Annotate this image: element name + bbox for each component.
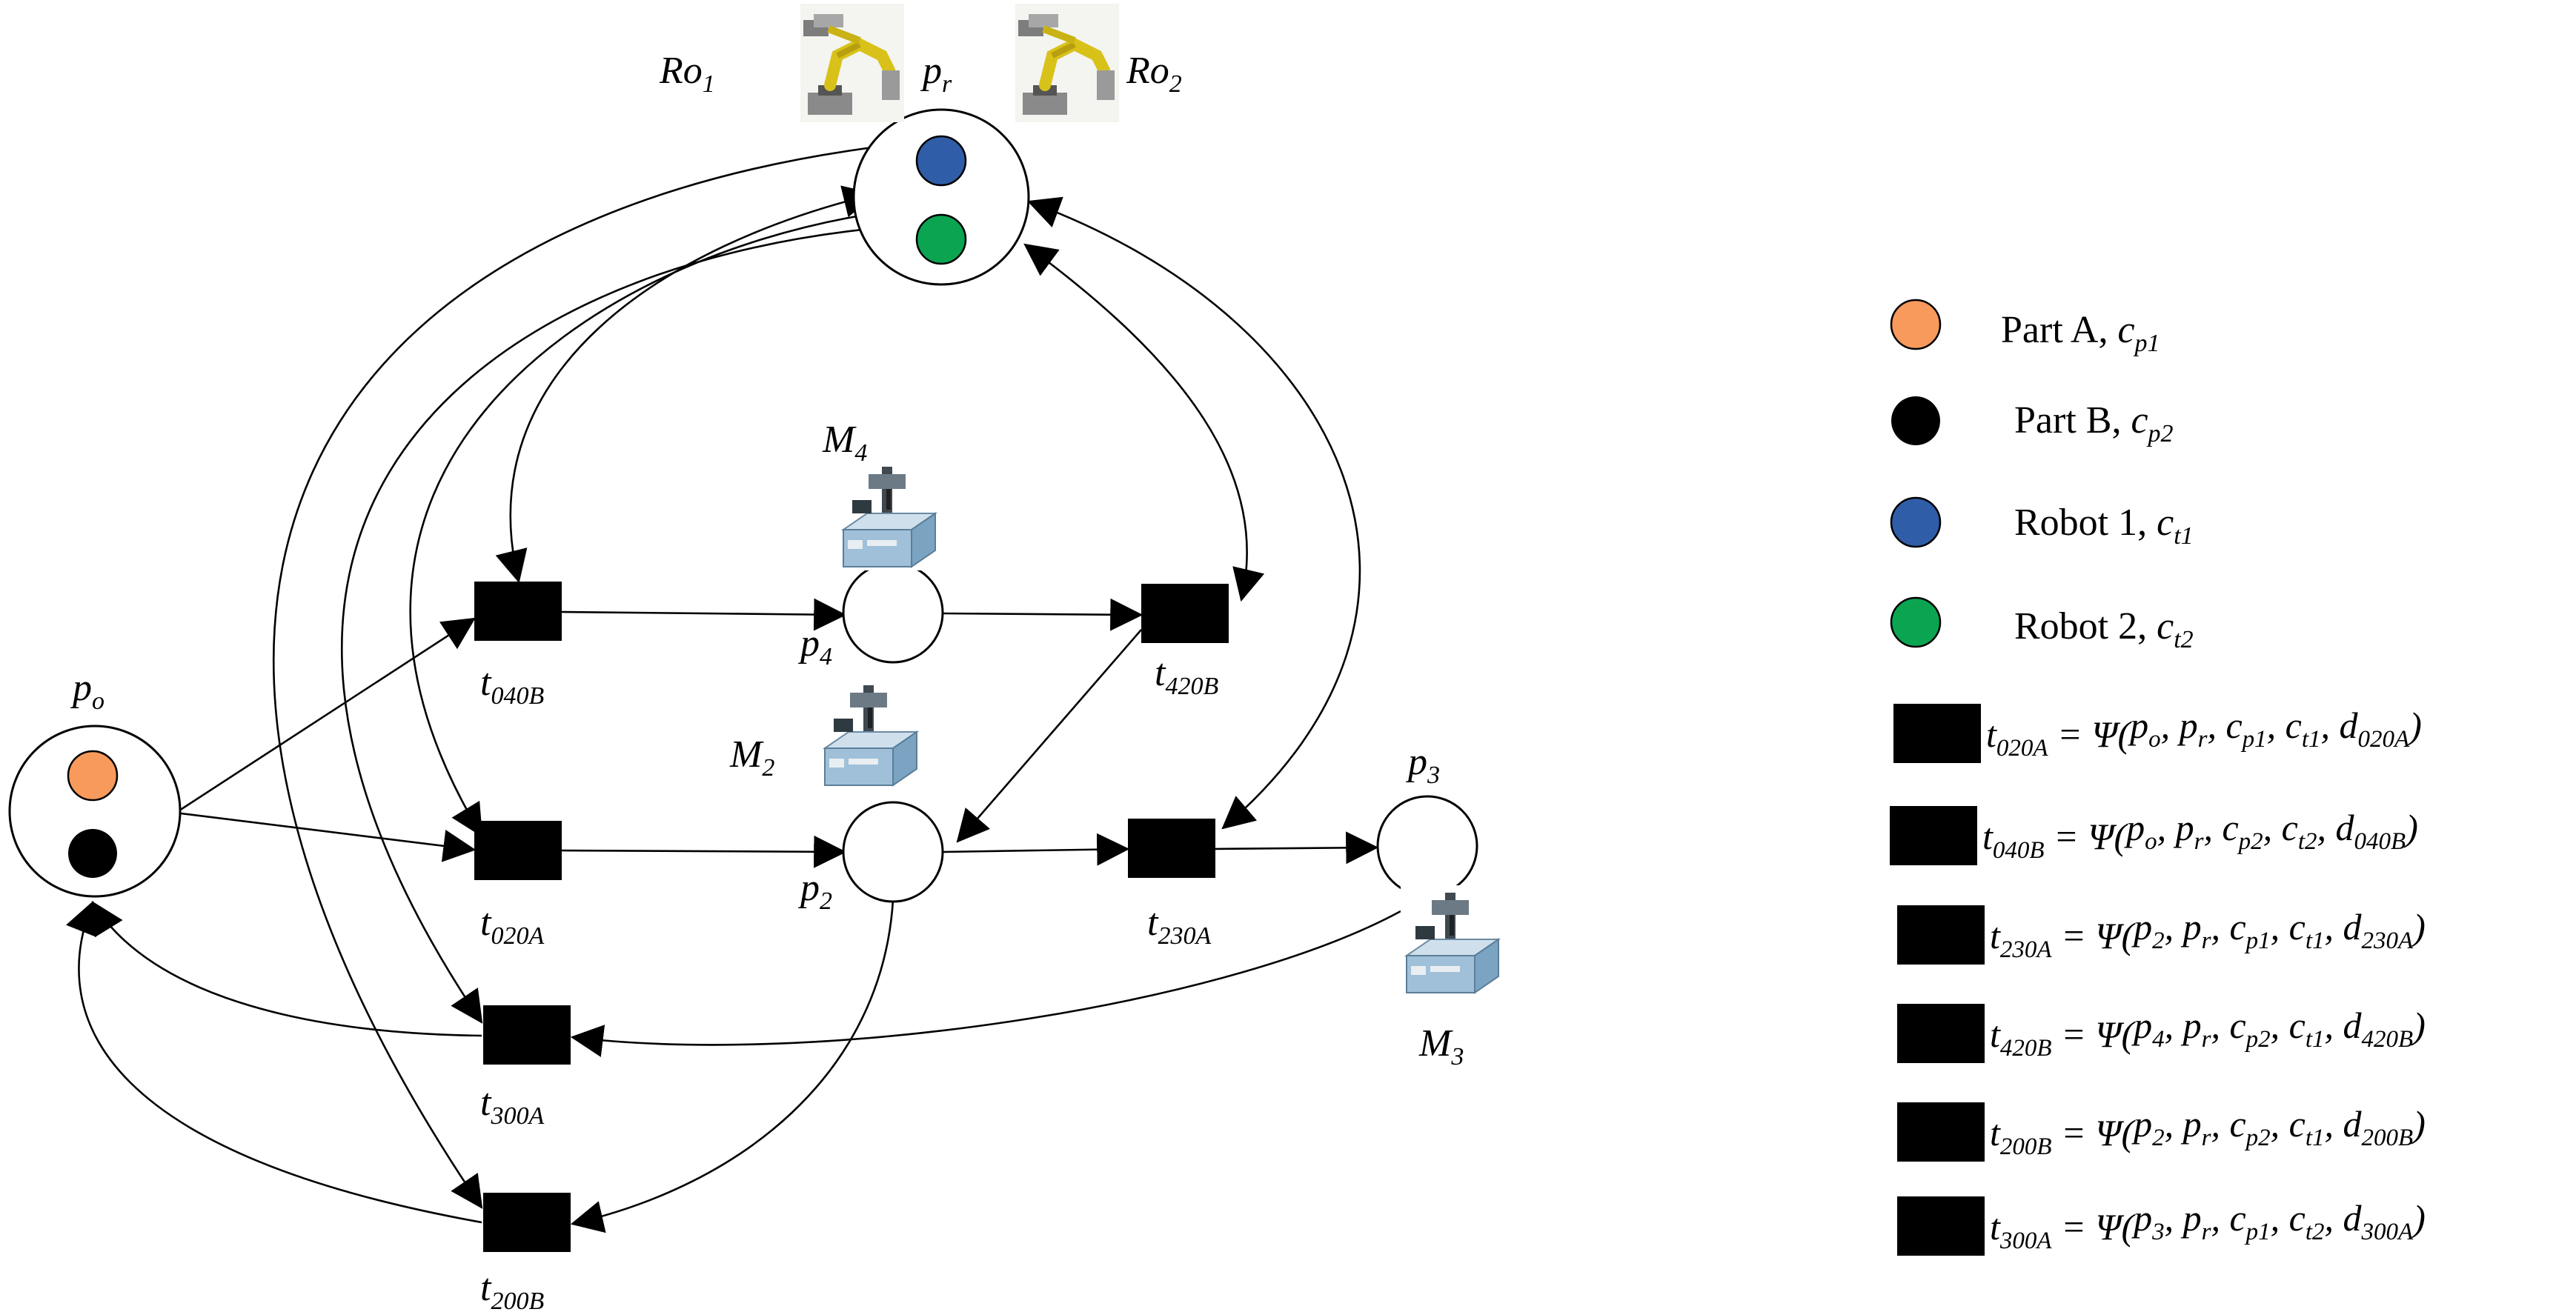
legend-transition-box	[1897, 1102, 1985, 1162]
legend-transition-box	[1890, 806, 1977, 865]
legend-transition-box	[1897, 905, 1985, 965]
label-t040B: t040B	[480, 662, 544, 710]
label-ro1: Ro1	[659, 50, 715, 98]
legend-transition-box	[1893, 704, 1981, 763]
label-m3: M3	[1418, 1022, 1464, 1070]
legend-equation-row: t040B = Ψ(po, pr, cp2, ct2, d040B)	[1890, 806, 2418, 865]
place-p3	[1376, 795, 1478, 897]
legend-token-robot1: Robot 1, ct1	[1890, 496, 2194, 550]
legend-equation-row: t230A = Ψ(p2, pr, cp1, ct1, d230A)	[1897, 905, 2426, 965]
machine-tool-icon	[818, 677, 923, 790]
label-m4: M4	[822, 419, 867, 467]
part-b-token	[68, 829, 117, 878]
label-p3: p3	[1405, 741, 1440, 789]
legend-equation-row: t200B = Ψ(p2, pr, cp2, ct1, d200B)	[1897, 1102, 2426, 1162]
label-pr: pr	[920, 50, 952, 98]
place-p4	[842, 562, 944, 664]
legend-equation-text: t020A = Ψ(po, pr, cp1, ct1, d020A)	[1986, 705, 2422, 762]
label-t420B: t420B	[1155, 652, 1218, 700]
machine-tool-icon	[837, 459, 942, 571]
label-p2: p2	[797, 867, 832, 915]
legend-equation-text: t420B = Ψ(p4, pr, cp2, ct1, d420B)	[1990, 1005, 2426, 1062]
svg-text:Part A, cp1: Part A, cp1	[2001, 309, 2160, 357]
label-m2: M2	[729, 733, 774, 782]
transition-t020A	[474, 821, 562, 880]
legend-equation-text: t300A = Ψ(p3, pr, cp1, ct2, d300A)	[1990, 1197, 2426, 1254]
machine-tool-icon	[1400, 885, 1505, 997]
robot-arm-icon	[800, 4, 904, 122]
legend-token-part-b: Part B, cp2	[1891, 396, 2174, 447]
transition-t230A	[1128, 819, 1215, 878]
svg-text:Part B, cp2: Part B, cp2	[2014, 399, 2174, 447]
legend-transition-box	[1897, 1196, 1985, 1256]
transition-t300A	[483, 1005, 571, 1065]
label-t200B: t200B	[480, 1267, 544, 1312]
svg-text:Robot 1, ct1: Robot 1, ct1	[2014, 502, 2194, 550]
legend-token-part-a: Part A, cp1	[1890, 299, 2160, 357]
legend-equation-row: t020A = Ψ(po, pr, cp1, ct1, d020A)	[1893, 704, 2422, 763]
place-pr	[852, 108, 1030, 286]
label-t230A: t230A	[1147, 902, 1211, 950]
svg-text:Robot 2, ct2: Robot 2, ct2	[2014, 605, 2194, 653]
label-ro2: Ro2	[1126, 50, 1182, 98]
transition-t200B	[483, 1193, 571, 1252]
label-p4: p4	[797, 622, 832, 670]
label-po: po	[70, 667, 104, 715]
robot2-token	[915, 213, 967, 265]
transition-t040B	[474, 582, 562, 641]
legend-equation-text: t200B = Ψ(p2, pr, cp2, ct1, d200B)	[1990, 1103, 2426, 1160]
robot1-token	[915, 135, 967, 187]
legend-equation-row: t420B = Ψ(p4, pr, cp2, ct1, d420B)	[1897, 1004, 2426, 1063]
part-a-token	[67, 750, 119, 802]
legend-equation-text: t040B = Ψ(po, pr, cp2, ct2, d040B)	[1982, 807, 2418, 864]
transition-t420B	[1141, 584, 1229, 643]
label-t020A: t020A	[480, 902, 544, 950]
robot-arm-icon	[1015, 4, 1119, 122]
legend-equation-text: t230A = Ψ(p2, pr, cp1, ct1, d230A)	[1990, 906, 2426, 963]
place-p2	[842, 801, 944, 903]
legend: Part A, cp1 Part B, cp2 Robot 1, ct1 Rob…	[1890, 299, 2426, 1256]
label-t300A: t300A	[480, 1082, 544, 1130]
legend-equation-row: t300A = Ψ(p3, pr, cp1, ct2, d300A)	[1897, 1196, 2426, 1256]
legend-token-robot2: Robot 2, ct2	[1890, 596, 2194, 653]
legend-transition-box	[1897, 1004, 1985, 1063]
place-po	[8, 725, 182, 898]
